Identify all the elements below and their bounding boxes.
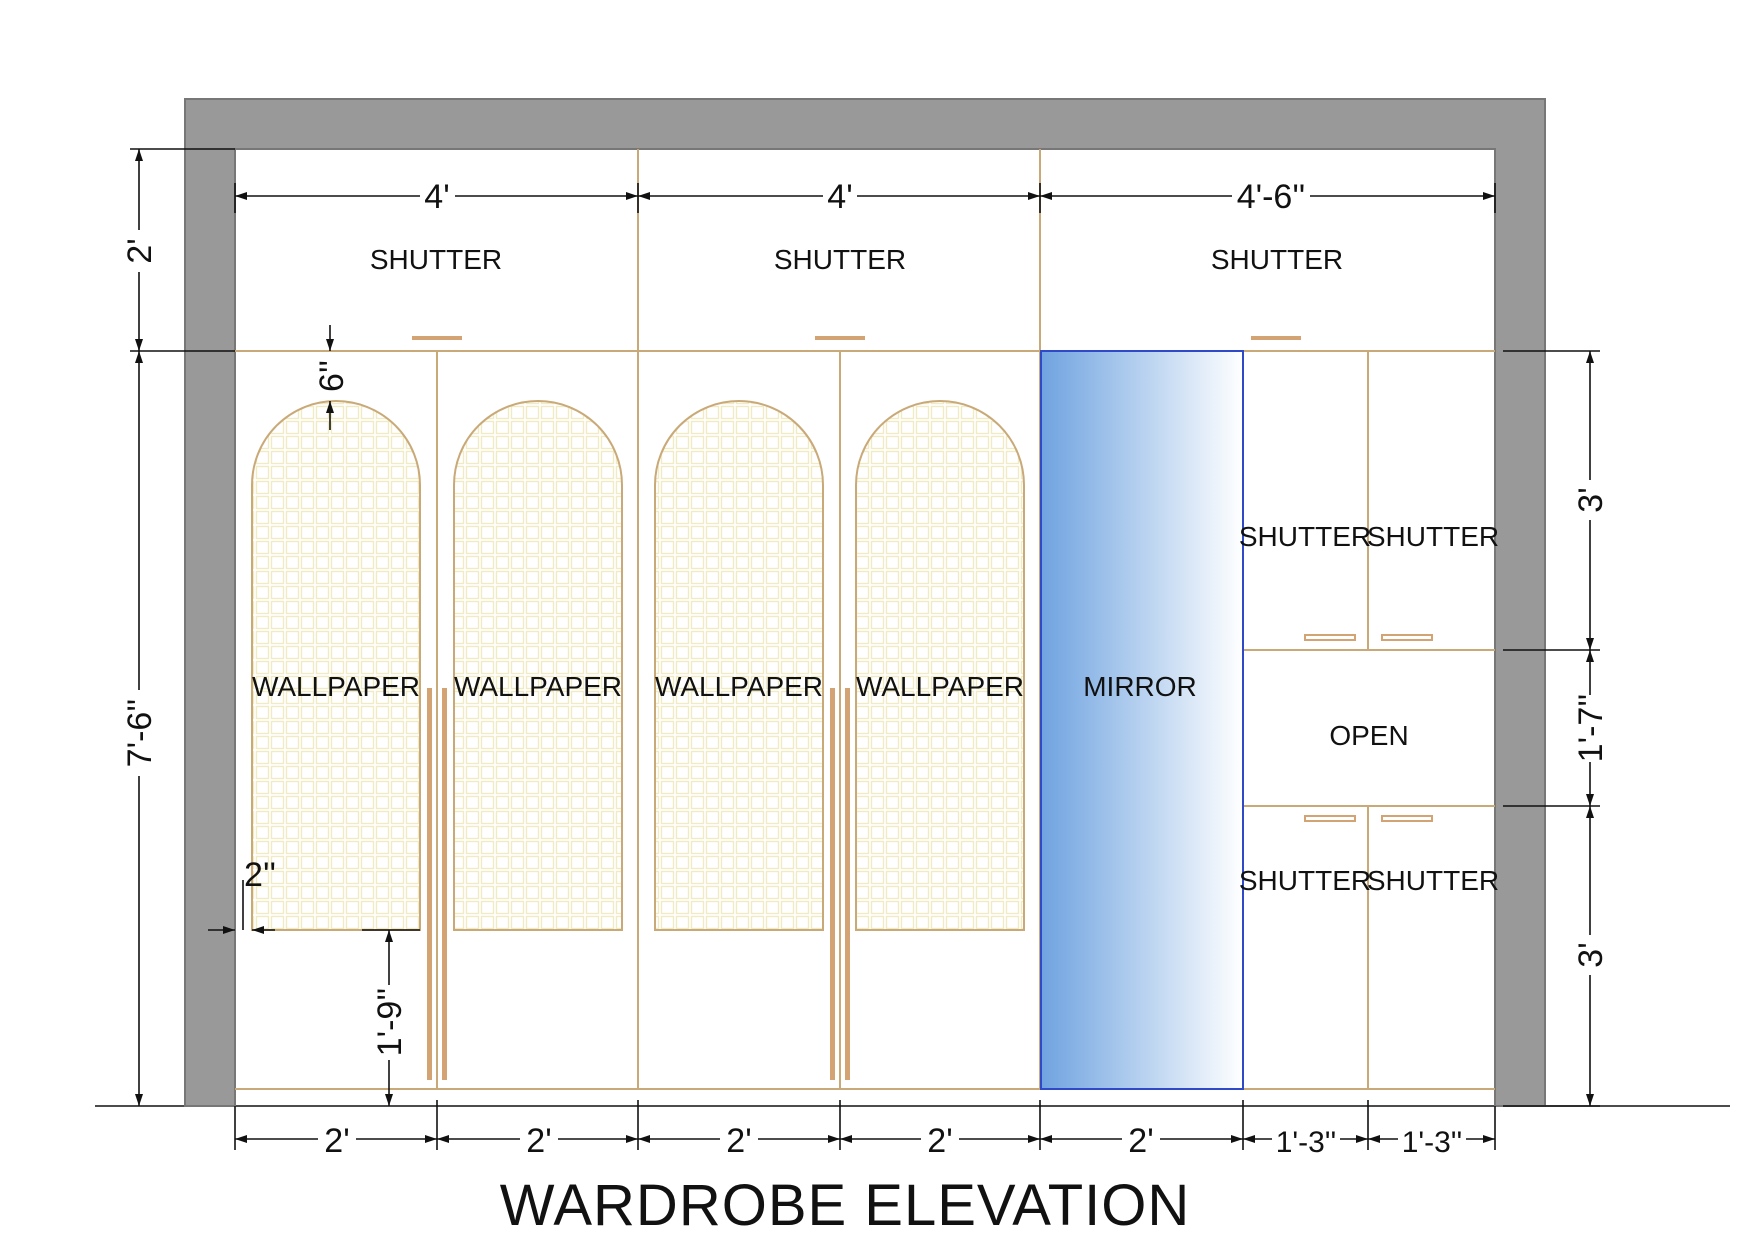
dimension-top: 4'-6''	[1237, 178, 1306, 216]
dimension-bottom: 1'-3''	[1402, 1126, 1463, 1159]
open-shelf-label: OPEN	[1329, 720, 1408, 751]
dimension-bottom: 2'	[526, 1122, 551, 1160]
upper-shutter-label: SHUTTER	[1239, 521, 1371, 552]
wallpaper-label: WALLPAPER	[655, 671, 823, 702]
left-dimensions	[130, 148, 235, 1106]
dimension-top: 4'	[424, 178, 449, 216]
dimension-side-gap: 2''	[244, 856, 276, 894]
dimension-bottom: 2'	[726, 1122, 751, 1160]
wallpaper-arch-panel	[453, 400, 623, 931]
dimension-bottom: 2'	[1128, 1122, 1153, 1160]
wallpaper-label: WALLPAPER	[252, 671, 420, 702]
arch-base-dimension	[362, 929, 420, 1106]
bottom-dimensions	[234, 1100, 1496, 1150]
dimension-left-loft: 2'	[121, 238, 159, 263]
loft-handle	[815, 336, 865, 340]
door-handle	[830, 688, 835, 1080]
dimension-bottom: 2'	[324, 1122, 349, 1160]
lower-shutter-label: SHUTTER	[1367, 865, 1499, 896]
door-handle	[845, 688, 850, 1080]
shutter-handle	[1304, 815, 1356, 822]
shutter-handle	[1304, 634, 1356, 641]
right-dimensions	[1503, 350, 1600, 1107]
loft-shutter-label: SHUTTER	[1211, 244, 1343, 275]
dimension-right-lower: 3'	[1572, 942, 1610, 967]
mirror-panel	[1040, 350, 1244, 1090]
dimension-right-open: 1'-7''	[1572, 694, 1610, 763]
wallpaper-label: WALLPAPER	[454, 671, 622, 702]
dimension-bottom: 2'	[927, 1122, 952, 1160]
lower-shutter-label: SHUTTER	[1239, 865, 1371, 896]
loft-shutter-label: SHUTTER	[370, 244, 502, 275]
drawing-title: WARDROBE ELEVATION	[500, 1173, 1190, 1238]
wallpaper-arch-panel	[251, 400, 421, 931]
side-gap-dimension	[208, 880, 275, 934]
loft-handle	[412, 336, 462, 340]
wallpaper-arch-panel	[654, 400, 824, 931]
dimension-left-total: 7'-6''	[121, 699, 159, 768]
dimension-arch-gap: 6''	[313, 360, 351, 392]
dimension-top: 4'	[827, 178, 852, 216]
door-handle	[427, 688, 432, 1080]
dimension-right-upper: 3'	[1572, 487, 1610, 512]
wallpaper-arch-panel	[855, 400, 1025, 931]
loft-handle	[1251, 336, 1301, 340]
mirror-label: MIRROR	[1083, 671, 1197, 702]
shutter-handle	[1381, 815, 1433, 822]
door-handle	[442, 688, 447, 1080]
dimension-arch-base: 1'-9''	[371, 988, 409, 1057]
wallpaper-label: WALLPAPER	[856, 671, 1024, 702]
shutter-handle	[1381, 634, 1433, 641]
loft-shutter-label: SHUTTER	[774, 244, 906, 275]
top-dimensions	[234, 183, 1496, 213]
upper-shutter-label: SHUTTER	[1367, 521, 1499, 552]
dimension-bottom: 1'-3''	[1276, 1126, 1337, 1159]
